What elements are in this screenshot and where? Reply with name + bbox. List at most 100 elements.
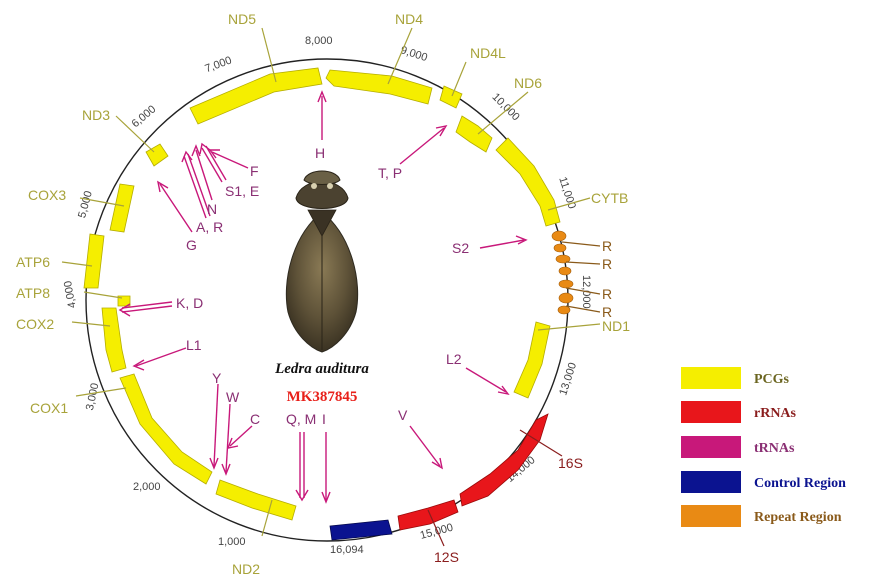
insect-illustration: [286, 171, 357, 352]
trna-arrow-w: [226, 404, 230, 472]
legend-label-pcgs: PCGs: [754, 372, 790, 387]
gene-label-12s: 12S: [434, 549, 459, 565]
trna-label-f: F: [250, 163, 259, 179]
gene-label-cytb: CYTB: [591, 190, 628, 206]
trna-arrow-g-head: [158, 182, 168, 192]
gene-block-cox1: [120, 374, 212, 484]
control-region-block: [330, 520, 392, 540]
gene-block-nd5: [190, 68, 322, 124]
trna-label-h: H: [315, 145, 325, 161]
gene-label-nd2: ND2: [232, 561, 260, 577]
gene-block-cox2: [102, 308, 126, 372]
tick-label-10000: 10,000: [489, 91, 521, 123]
gene-block-cox3: [110, 184, 134, 232]
tick-label-7000: 7,000: [203, 54, 233, 75]
trna-label-kd: K, D: [176, 295, 203, 311]
trna-label-tp: T, P: [378, 165, 402, 181]
gene-label-cox2: COX2: [16, 316, 54, 332]
repeat-label: R: [602, 286, 612, 302]
gene-label-atp8: ATP8: [16, 285, 50, 301]
repeat-unit: [559, 267, 571, 275]
trna-arrow-c: [230, 426, 252, 446]
insect-head: [304, 171, 340, 185]
trna-label-s2: S2: [452, 240, 469, 256]
legend: PCGs rRNAs tRNAs Control Region Repeat R…: [681, 367, 846, 527]
trna-label-w: W: [226, 389, 240, 405]
repeat-unit: [558, 306, 570, 314]
repeat-labels: R R R R: [602, 238, 612, 320]
tick-label-6000: 6,000: [130, 103, 159, 130]
trna-arrow-g: [160, 184, 192, 232]
gene-label-nd5: ND5: [228, 11, 256, 27]
repeat-label: R: [602, 238, 612, 254]
legend-swatch-control: [681, 471, 741, 493]
trna-arrow-l2: [466, 368, 506, 392]
trna-arrow-y: [214, 384, 218, 466]
legend-label-rrnas: rRNAs: [754, 406, 797, 421]
gene-block-nd1: [514, 322, 550, 398]
tick-label-3000: 3,000: [84, 382, 101, 411]
tick-label-13000: 13,000: [557, 361, 579, 397]
repeat-unit: [554, 244, 566, 252]
legend-swatch-trnas: [681, 436, 741, 458]
insect-spot: [311, 183, 317, 189]
repeat-unit: [559, 280, 573, 288]
tick-label-end: 16,094: [330, 544, 364, 556]
gene-label-nd4l: ND4L: [470, 45, 506, 61]
legend-swatch-pcgs: [681, 367, 741, 389]
trna-label-l2: L2: [446, 351, 462, 367]
legend-label-trnas: tRNAs: [754, 441, 795, 456]
leader-nd5: [262, 28, 276, 82]
gene-label-16s: 16S: [558, 455, 583, 471]
tick-label-2000: 2,000: [133, 481, 161, 493]
trna-arrow-tp: [400, 128, 444, 164]
gene-label-atp6: ATP6: [16, 254, 50, 270]
trna-label-n: N: [207, 201, 217, 217]
insect-spot: [327, 183, 333, 189]
leader-atp8: [84, 292, 122, 298]
gene-label-cox3: COX3: [28, 187, 66, 203]
trna-label-qm: Q, M: [286, 411, 316, 427]
accession-number: MK387845: [287, 389, 358, 405]
repeat-unit: [552, 231, 566, 241]
species-name: Ledra auditura: [274, 361, 369, 377]
leader-repeat-2: [566, 262, 600, 264]
trna-label-g: G: [186, 237, 197, 253]
tick-label-1000: 1,000: [218, 536, 246, 548]
trna-label-ar: A, R: [196, 219, 223, 235]
legend-label-control: Control Region: [754, 476, 846, 491]
gene-label-cox1: COX1: [30, 400, 68, 416]
gene-label-nd1: ND1: [602, 318, 630, 334]
trna-arrow-n: [196, 150, 212, 200]
trna-arrow-a: [184, 156, 206, 218]
gene-block-nd2: [216, 480, 296, 520]
legend-label-repeat: Repeat Region: [754, 510, 842, 525]
trna-arrow-qm-head: [296, 490, 308, 500]
trna-label-s1e: S1, E: [225, 183, 259, 199]
trna-label-y: Y: [212, 370, 222, 386]
legend-swatch-repeat: [681, 505, 741, 527]
repeat-label: R: [602, 304, 612, 320]
insect-pronotum: [296, 182, 348, 209]
gene-block-atp6: [84, 234, 104, 288]
trna-arrow-s2: [480, 240, 524, 248]
gene-label-nd3: ND3: [82, 107, 110, 123]
tick-label-8000: 8,000: [305, 35, 333, 47]
repeat-unit: [559, 293, 573, 303]
gene-block-nd6: [456, 116, 492, 152]
trna-label-c: C: [250, 411, 260, 427]
gene-block-nd4: [326, 70, 432, 104]
legend-swatch-rrnas: [681, 401, 741, 423]
trna-label-v: V: [398, 407, 408, 423]
gene-label-nd4: ND4: [395, 11, 423, 27]
gene-block-nd4l: [440, 86, 462, 108]
trna-arrow-e: [206, 146, 226, 180]
gene-block-cytb: [496, 138, 560, 226]
repeat-blocks: [552, 231, 573, 314]
trna-arrow-l1: [136, 348, 186, 366]
trna-label-l1: L1: [186, 337, 202, 353]
leader-repeat-1: [562, 242, 600, 246]
repeat-label: R: [602, 256, 612, 272]
leader-cox1: [76, 388, 126, 396]
